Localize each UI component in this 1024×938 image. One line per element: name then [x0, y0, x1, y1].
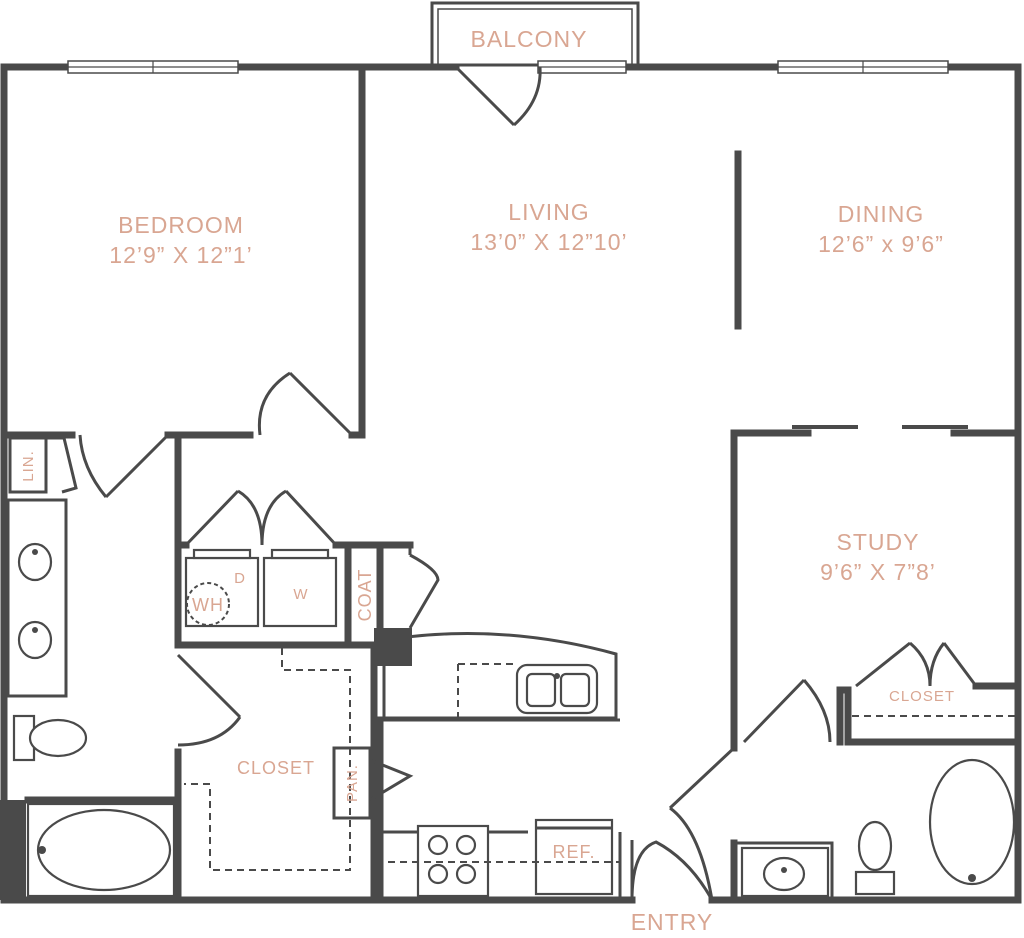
refrigerator-label: REF.	[552, 842, 595, 862]
bedroom-size: 12’9” X 12”1’	[109, 242, 252, 268]
study-closet-label: CLOSET	[889, 688, 955, 705]
interior-walls	[0, 63, 1022, 904]
dining-size: 12’6” x 9’6”	[818, 231, 944, 257]
dining-name: DINING	[838, 201, 925, 227]
sink-icon	[17, 620, 53, 660]
entry-label: ENTRY	[631, 909, 714, 935]
study-size: 9’6” X 7”8’	[820, 559, 936, 585]
toilet-icon	[854, 820, 896, 896]
coat-label: COAT	[355, 569, 375, 622]
study-name: STUDY	[837, 529, 920, 555]
window-icon	[777, 60, 949, 74]
toilet-icon	[12, 714, 88, 762]
washer-label: W	[293, 586, 308, 603]
sink-icon	[740, 846, 830, 898]
window-icon	[537, 60, 627, 74]
water-heater	[186, 582, 230, 626]
double-sink-icon	[515, 663, 599, 715]
living-size: 13’0” X 12”10’	[470, 229, 627, 255]
water-heater-label: WH	[192, 595, 224, 615]
washer	[262, 548, 338, 628]
closet-label: CLOSET	[237, 758, 315, 778]
dryer	[184, 548, 260, 628]
kitchen-island	[382, 632, 618, 720]
sink-icon	[17, 542, 53, 582]
dryer-label: D	[234, 570, 246, 587]
door-swing-icon	[454, 65, 542, 127]
closet-shelving	[184, 648, 351, 871]
exterior-walls	[0, 63, 1022, 904]
refrigerator	[534, 818, 614, 896]
bathtub-icon	[26, 802, 176, 898]
living-name: LIVING	[508, 199, 589, 225]
bathtub-icon	[928, 758, 1016, 886]
linen-label: LIN.	[20, 450, 37, 482]
balcony-label: BALCONY	[471, 26, 588, 52]
balcony	[430, 1, 640, 67]
window-icon	[67, 60, 239, 74]
pantry-label: PAN.	[344, 764, 361, 802]
bedroom-name: BEDROOM	[118, 212, 244, 238]
